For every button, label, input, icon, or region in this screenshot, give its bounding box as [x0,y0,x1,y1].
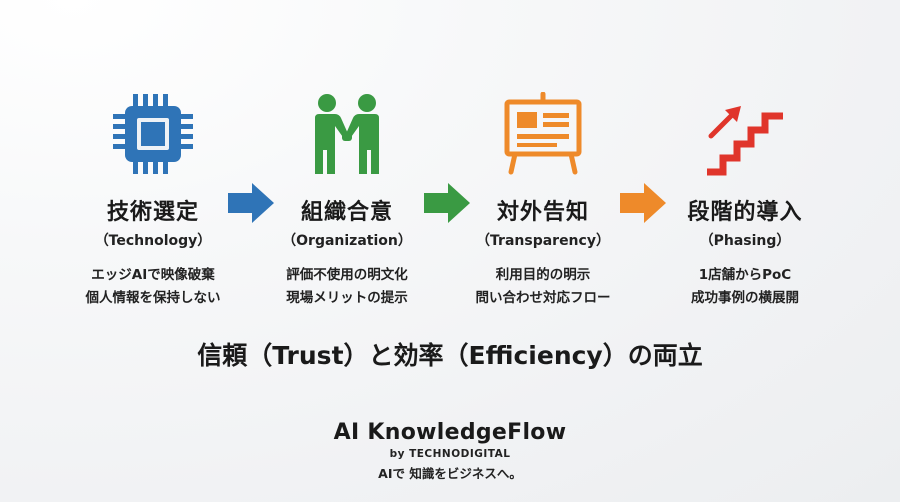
step-description: エッジAIで映像破棄 個人情報を保持しない [63,264,243,310]
brand-slogan: AIで 知識をビジネスへ。 [378,466,522,481]
cpu-chip-icon [113,94,193,174]
step-description: 評価不使用の明文化 現場メリットの提示 [257,264,437,310]
step-technology: 技術選定 （Technology） エッジAIで映像破棄 個人情報を保持しない [63,92,243,310]
step-title: 組織合意 [300,200,393,225]
brand-block: AI KnowledgeFlow by TECHNODIGITAL AIで 知識… [0,420,900,482]
step-organization: 組織合意 （Organization） 評価不使用の明文化 現場メリットの提示 [257,92,437,310]
desc-line: 1店舗からPoC [698,267,792,283]
desc-line: エッジAIで映像破棄 [91,267,215,283]
notice-board-icon [504,92,582,175]
step-subtitle: （Phasing） [699,233,791,249]
step-title: 対外告知 [496,200,589,225]
step-title: 技術選定 [106,200,199,225]
step-phasing: 段階的導入 （Phasing） 1店舗からPoC 成功事例の横展開 [655,92,835,310]
step-subtitle: （Technology） [94,233,212,249]
rising-stairs-icon [707,106,783,176]
tagline: 信頼（Trust）と効率（Efficiency）の両立 [197,341,703,370]
step-subtitle: （Organization） [282,233,412,249]
desc-line: 成功事例の横展開 [691,290,799,306]
step-transparency: 対外告知 （Transparency） 利用目的の明示 問い合わせ対応フロー [453,92,633,310]
brand-byline: by TECHNODIGITAL [389,448,511,460]
right-arrow-icon [228,183,274,223]
step-description: 利用目的の明示 問い合わせ対応フロー [453,264,633,310]
handshake-people-icon [315,94,379,174]
desc-line: 評価不使用の明文化 [286,267,408,283]
desc-line: 個人情報を保持しない [85,290,221,306]
step-subtitle: （Transparency） [476,233,610,249]
desc-line: 問い合わせ対応フロー [475,290,611,306]
step-title: 段階的導入 [687,200,803,225]
brand-name: AI KnowledgeFlow [333,420,567,445]
step-description: 1店舗からPoC 成功事例の横展開 [655,264,835,310]
desc-line: 利用目的の明示 [495,267,591,283]
desc-line: 現場メリットの提示 [286,290,408,306]
right-arrow-icon [620,183,666,223]
right-arrow-icon [424,183,470,223]
